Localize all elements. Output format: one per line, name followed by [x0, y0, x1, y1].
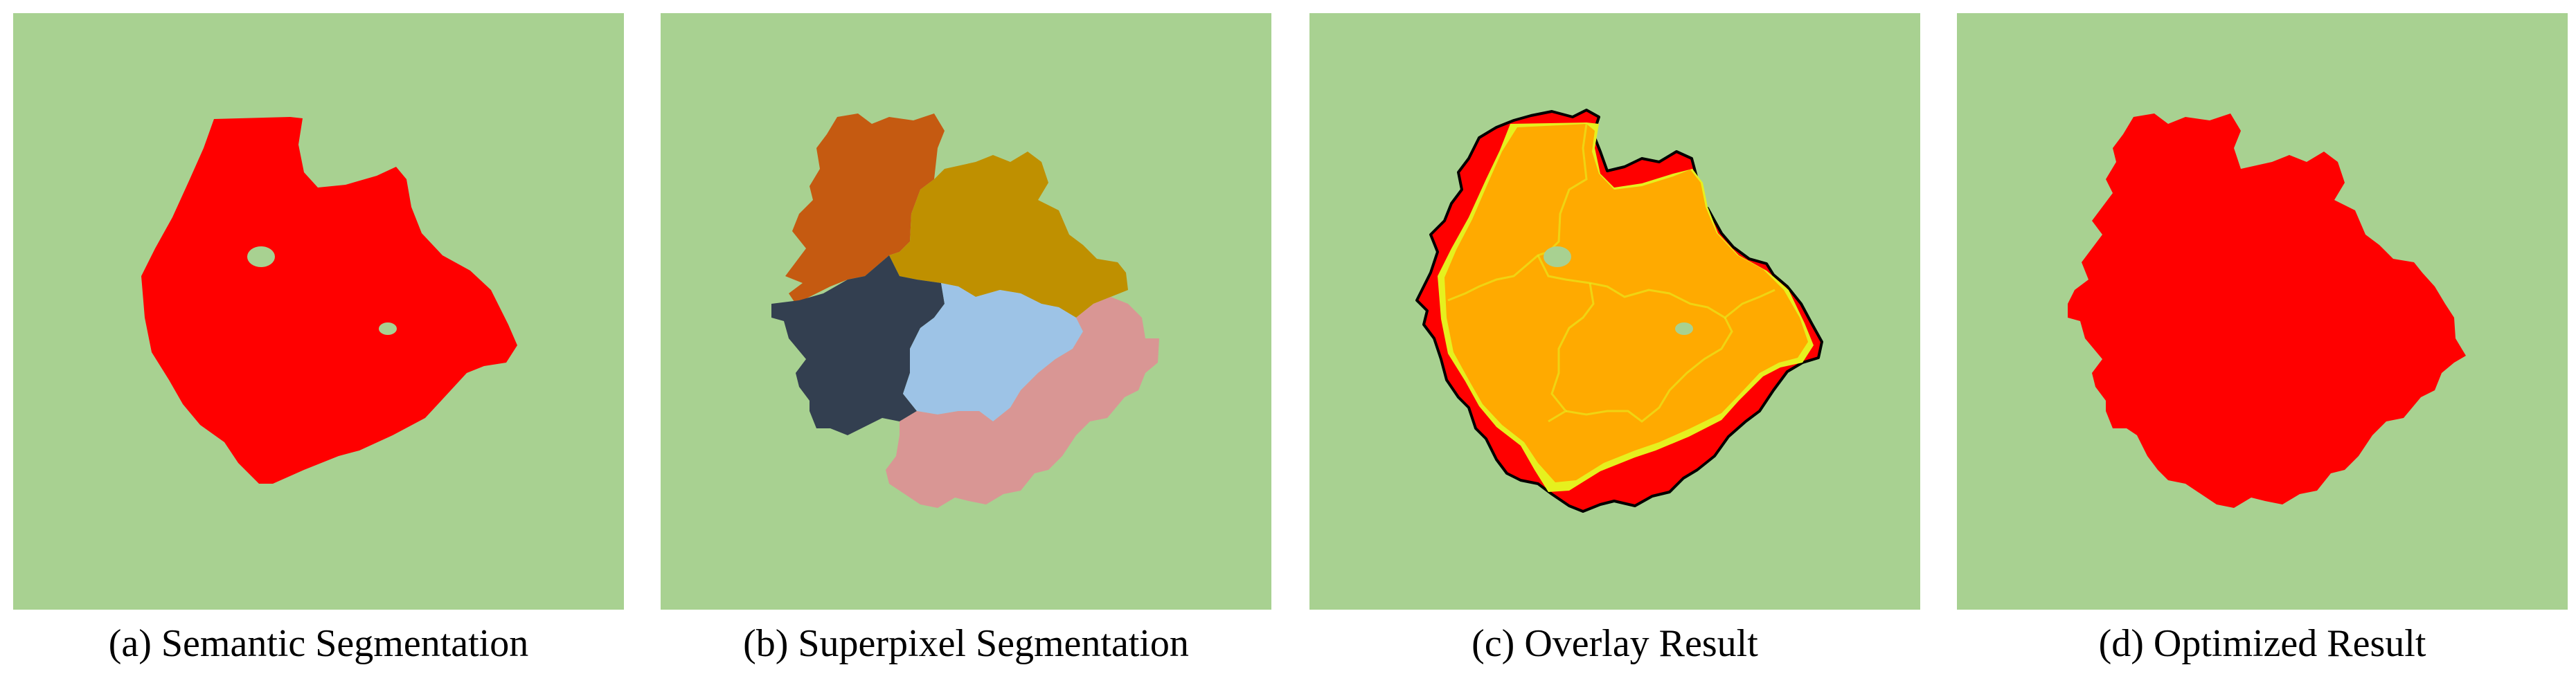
superpixel-pink: [886, 297, 1159, 508]
semantic-region: [141, 117, 517, 484]
semantic-segmentation-figure: [13, 13, 624, 610]
overlay-hole: [1544, 246, 1571, 267]
semantic-hole: [247, 246, 275, 267]
caption-semantic-segmentation: (a) Semantic Segmentation: [108, 622, 529, 665]
superpixel-internal-boundaries: [1447, 123, 1776, 423]
panel-superpixel-segmentation: [661, 13, 1271, 610]
panel-overlay-result: [1309, 13, 1920, 610]
overlay-hole: [1675, 322, 1693, 335]
superpixel-orange: [785, 113, 945, 304]
superpixel-navy: [771, 255, 945, 435]
panel-optimized-result: [1957, 13, 2568, 610]
caption-overlay-result: (c) Overlay Result: [1472, 622, 1758, 665]
caption-optimized-result: (d) Optimized Result: [2098, 622, 2426, 665]
optimized-result-figure: [1957, 13, 2568, 610]
superpixel-gold: [889, 152, 1128, 318]
optimized-region: [2068, 113, 2466, 508]
semantic-hole: [379, 322, 397, 335]
caption-superpixel-segmentation: (b) Superpixel Segmentation: [743, 622, 1189, 665]
overlay-result-figure: [1309, 13, 1920, 610]
panel-semantic-segmentation: [13, 13, 624, 610]
overlay-intersection-region: [1444, 124, 1808, 482]
superpixel-segmentation-figure: [661, 13, 1271, 610]
superpixel-lightblue: [903, 283, 1083, 421]
